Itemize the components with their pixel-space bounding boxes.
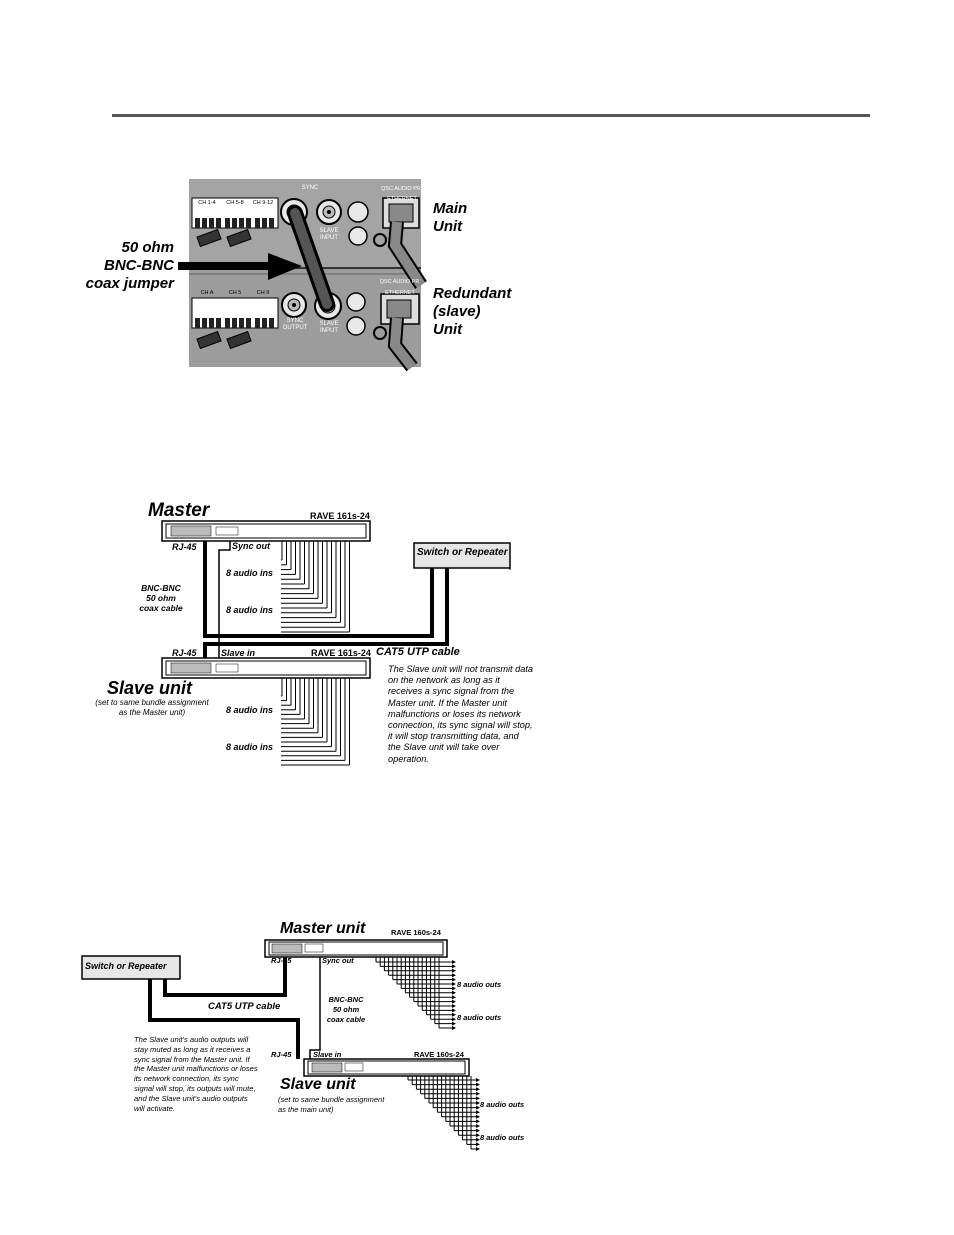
audio-wire	[452, 1017, 456, 1022]
figure2-drawing	[161, 520, 511, 679]
audio-wire	[476, 1142, 480, 1147]
cat5-label-2: CAT5 UTP cable	[376, 646, 460, 658]
audio-wire	[452, 999, 456, 1004]
panel-sync-label: SYNC	[301, 185, 319, 191]
panel-ethernet-label-top: ETHERNET	[387, 196, 417, 202]
audio-wire	[476, 1147, 480, 1151]
audio-wire	[476, 1124, 480, 1128]
audio-wire	[476, 1101, 480, 1105]
panel-sync-output-label: SYNC OUTPUT	[282, 318, 308, 331]
audio-wire	[452, 990, 456, 995]
audio-wire	[452, 1021, 456, 1026]
cat5-label-3: CAT5 UTP cable	[208, 1001, 281, 1012]
outs-4: 8 audio outs	[480, 1133, 525, 1142]
ins-4: 8 audio ins	[226, 742, 274, 752]
model-top-label: RAVE 161s-24	[310, 511, 370, 521]
audio-wire	[476, 1110, 480, 1115]
sync-out-label-3: Sync out	[322, 956, 354, 965]
audio-wire	[476, 1133, 480, 1138]
audio-wire	[452, 964, 456, 969]
panel-ch-top-2: CH 5-8	[226, 200, 244, 206]
header-rule	[112, 114, 870, 117]
audio-wire	[476, 1078, 480, 1082]
audio-wire	[476, 1091, 480, 1096]
switch-label-3: Switch or Repeater	[85, 961, 167, 971]
figure3-drawing	[81, 939, 470, 1077]
slave-unit-label-3: Slave unit	[280, 1076, 356, 1093]
panel-slave-input-label-top: SLAVE INPUT	[319, 228, 339, 241]
coax-jumper-label: 50 ohm BNC-BNC coax jumper	[85, 239, 174, 292]
main-unit-label: Main Unit	[433, 200, 468, 235]
model-bottom-label-3: RAVE 160s-24	[414, 1050, 464, 1059]
slave-note-3: The Slave unit's audio outputs will stay…	[134, 1035, 258, 1113]
master-label: Master	[148, 500, 210, 521]
bnc-label-3: BNC-BNC 50 ohm coax cable	[326, 995, 366, 1024]
audio-wire	[476, 1105, 480, 1110]
redundant-unit-label: Redundant (slave) Unit	[433, 285, 512, 338]
panel-ch-top-3: CH 9-12	[252, 200, 274, 206]
audio-wire	[452, 977, 456, 982]
audio-wire	[452, 1008, 456, 1013]
outs-2: 8 audio outs	[457, 1013, 502, 1022]
model-bottom-label: RAVE 161s-24	[311, 648, 371, 658]
sync-out-label: Sync out	[232, 541, 271, 551]
ins-2: 8 audio ins	[226, 605, 274, 615]
audio-wire	[476, 1137, 480, 1142]
audio-wire	[476, 1082, 480, 1087]
audio-wire	[452, 986, 456, 991]
audio-wire	[452, 995, 456, 1000]
outs-1: 8 audio outs	[457, 980, 502, 989]
panel-slave-input-label: SLAVE INPUT	[319, 321, 339, 334]
ins-1: 8 audio ins	[226, 568, 274, 578]
audio-wire	[476, 1087, 480, 1092]
audio-wire	[452, 960, 456, 964]
panel-ethernet-label-bottom: ETHERNET	[385, 290, 415, 296]
outs-3: 8 audio outs	[480, 1100, 525, 1109]
audio-wire	[452, 982, 456, 986]
panel-ch-bottom-3: CH 9	[256, 290, 270, 296]
audio-wire	[452, 968, 456, 973]
panel-ch-bottom-1: CH A	[200, 290, 214, 296]
slave-in-label-3: Slave in	[313, 1050, 342, 1059]
slave-note-2: The Slave unit will not transmit data on…	[388, 664, 534, 764]
slave-label: Slave unit	[107, 678, 193, 698]
bnc-label-2: BNC-BNC 50 ohm coax cable	[139, 583, 183, 613]
audio-wire	[452, 1004, 456, 1008]
panel-brand-bottom: QSC AUDIO PR	[379, 279, 420, 285]
ins-3: 8 audio ins	[226, 705, 274, 715]
rj45-bottom-label: RJ-45	[172, 648, 197, 658]
rear-panel-illustration	[178, 179, 427, 372]
audio-wire	[476, 1114, 480, 1119]
rj45-top-label: RJ-45	[172, 542, 197, 552]
panel-brand-top: QSC AUDIO PR	[381, 186, 421, 192]
slave-sub-label: (set to same bundle assignment as the Ma…	[95, 698, 209, 717]
model-top-label-3: RAVE 160s-24	[391, 928, 441, 937]
audio-wire	[452, 1026, 456, 1030]
audio-wire	[476, 1128, 480, 1133]
slave-sub-label-3: (set to same bundle assignment as the ma…	[278, 1095, 385, 1114]
switch-label-2: Switch or Repeater	[417, 547, 508, 558]
audio-wire	[476, 1096, 480, 1101]
audio-wire	[476, 1119, 480, 1124]
panel-ch-bottom-2: CH 5	[228, 290, 242, 296]
panel-ch-top-1: CH 1-4	[198, 200, 216, 206]
rj45-top-label-3: RJ-45	[271, 956, 292, 965]
master-unit-label: Master unit	[280, 920, 366, 937]
rj45-bottom-label-3: RJ-45	[271, 1050, 292, 1059]
audio-wire	[452, 1012, 456, 1017]
slave-in-label: Slave in	[221, 648, 256, 658]
audio-wire	[452, 973, 456, 978]
